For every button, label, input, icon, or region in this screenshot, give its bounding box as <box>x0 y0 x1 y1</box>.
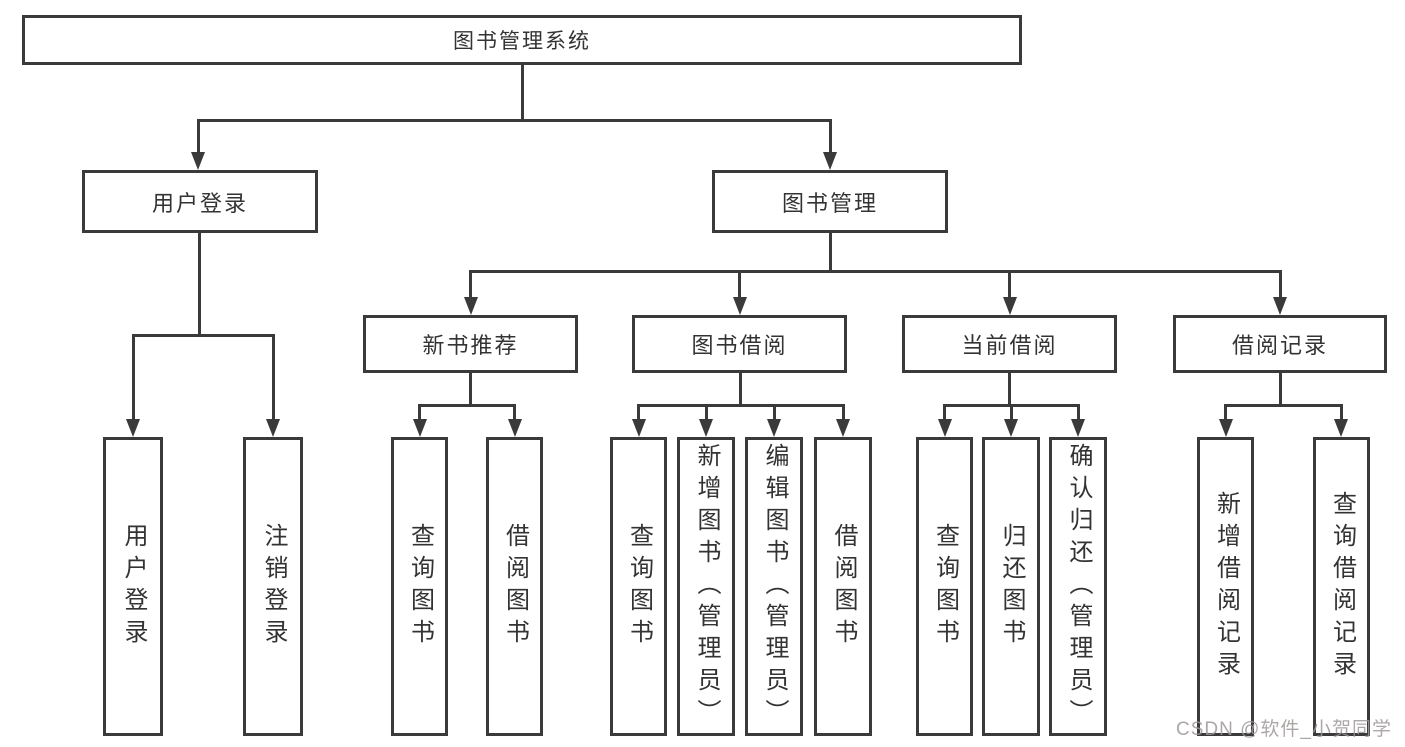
leaf-confirm-return-admin: 确认归还（管理员） <box>1049 437 1107 736</box>
leaf-confirm-return-admin-label: 确认归还（管理员） <box>1065 442 1092 731</box>
leaf-borrow-books-recommend: 借阅图书 <box>486 437 543 736</box>
connector-branch-new-book-recommend <box>418 404 516 407</box>
connector-stem-user-login <box>197 232 201 337</box>
leaf-query-borrow-record-label: 查询借阅记录 <box>1328 490 1356 683</box>
node-book-management: 图书管理 <box>712 170 948 233</box>
leaf-add-borrow-record-label: 新增借阅记录 <box>1212 490 1240 683</box>
arrowhead-query-books-2-icon <box>631 419 646 437</box>
arrowhead-confirm-return-icon <box>1071 419 1085 437</box>
leaf-query-books-borrowing-label: 查询图书 <box>625 522 653 651</box>
node-book-borrowing-label: 图书借阅 <box>691 333 788 358</box>
arrowhead-add-books-icon <box>699 419 713 437</box>
arrowhead-user-login-icon <box>191 152 205 170</box>
connector-drop-add-record <box>1224 404 1227 419</box>
node-new-book-recommend-label: 新书推荐 <box>422 333 519 358</box>
arrowhead-query-record-icon <box>1334 419 1348 437</box>
node-new-book-recommend: 新书推荐 <box>363 315 578 373</box>
leaf-borrow-books-recommend-label: 借阅图书 <box>501 522 529 651</box>
leaf-edit-books-admin: 编辑图书（管理员） <box>745 437 803 736</box>
leaf-borrow-books-borrowing: 借阅图书 <box>814 437 872 736</box>
arrowhead-current-borrowing-icon <box>1002 297 1017 315</box>
leaf-query-books-current: 查询图书 <box>916 437 973 736</box>
connector-drop-add-books <box>704 404 708 419</box>
leaf-return-books-label: 归还图书 <box>998 522 1025 651</box>
leaf-edit-books-admin-label: 编辑图书（管理员） <box>761 442 788 731</box>
arrowhead-new-book-recommend-icon <box>463 297 478 315</box>
connector-drop-user-login <box>196 119 200 152</box>
arrowhead-query-books-3-icon <box>937 419 952 437</box>
arrowhead-leaf-logout-icon <box>266 419 280 437</box>
leaf-add-borrow-record: 新增借阅记录 <box>1197 437 1254 736</box>
connector-drop-borrow-records <box>1278 270 1282 297</box>
leaf-borrow-books-borrowing-label: 借阅图书 <box>830 522 857 651</box>
arrowhead-return-books-icon <box>1004 419 1018 437</box>
node-book-borrowing: 图书借阅 <box>632 315 847 373</box>
leaf-query-books-borrowing: 查询图书 <box>610 437 667 736</box>
connector-stem-borrow-records <box>1278 371 1282 407</box>
connector-drop-query-books-3 <box>943 404 946 419</box>
node-root: 图书管理系统 <box>22 15 1022 65</box>
leaf-logout: 注销登录 <box>243 437 303 736</box>
connector-stem-root <box>520 65 524 122</box>
leaf-add-books-admin: 新增图书（管理员） <box>677 437 735 736</box>
arrowhead-edit-books-icon <box>767 419 781 437</box>
leaf-query-books-recommend-label: 查询图书 <box>406 522 434 651</box>
connector-branch-book-management <box>469 270 1282 273</box>
arrowhead-book-management-icon <box>823 152 837 170</box>
connector-stem-book-borrowing <box>738 371 742 407</box>
leaf-add-books-admin-label: 新增图书（管理员） <box>693 442 720 731</box>
arrowhead-leaf-user-login-icon <box>126 419 140 437</box>
leaf-query-borrow-record: 查询借阅记录 <box>1313 437 1370 736</box>
arrowhead-query-books-1-icon <box>412 419 427 437</box>
connector-branch-user-login <box>131 334 275 337</box>
arrowhead-borrow-records-icon <box>1273 297 1287 315</box>
leaf-query-books-recommend: 查询图书 <box>391 437 448 736</box>
connector-stem-new-book-recommend <box>468 371 472 407</box>
connector-drop-new-book-recommend <box>469 270 472 297</box>
leaf-user-login: 用户登录 <box>103 437 163 736</box>
connector-drop-current-borrowing <box>1008 270 1011 297</box>
connector-drop-query-books-2 <box>637 404 640 419</box>
arrowhead-book-borrowing-icon <box>732 297 747 315</box>
leaf-return-books: 归还图书 <box>982 437 1040 736</box>
leaf-user-login-label: 用户登录 <box>120 522 147 651</box>
leaf-logout-label: 注销登录 <box>260 522 287 651</box>
connector-branch-book-borrowing <box>637 404 844 407</box>
connector-drop-query-record <box>1339 404 1343 419</box>
arrowhead-borrow-books-1-icon <box>507 419 522 437</box>
leaf-query-books-current-label: 查询图书 <box>931 522 959 651</box>
node-user-login: 用户登录 <box>82 170 318 233</box>
connector-drop-confirm-return <box>1076 404 1080 419</box>
node-current-borrowing: 当前借阅 <box>902 315 1117 373</box>
connector-drop-leaf-logout <box>271 334 275 419</box>
arrowhead-borrow-books-2-icon <box>836 419 850 437</box>
connector-drop-borrow-books-2 <box>841 404 845 419</box>
node-current-borrowing-label: 当前借阅 <box>961 333 1058 358</box>
connector-drop-query-books-1 <box>418 404 421 419</box>
node-borrow-records-label: 借阅记录 <box>1231 333 1328 358</box>
connector-branch-root <box>196 119 832 122</box>
connector-drop-book-management <box>828 119 832 152</box>
connector-stem-book-management <box>828 232 832 273</box>
connector-drop-borrow-books-1 <box>513 404 516 419</box>
node-borrow-records: 借阅记录 <box>1173 315 1387 373</box>
node-root-label: 图书管理系统 <box>453 30 591 53</box>
connector-drop-return-books <box>1009 404 1013 419</box>
connector-drop-edit-books <box>772 404 776 419</box>
connector-drop-leaf-user-login <box>131 334 135 419</box>
node-book-management-label: 图书管理 <box>781 190 878 216</box>
connector-stem-current-borrowing <box>1007 371 1011 407</box>
csdn-watermark: CSDN @软件_小贺同学 <box>1176 719 1392 740</box>
connector-branch-borrow-records <box>1224 404 1342 407</box>
node-user-login-label: 用户登录 <box>151 190 248 216</box>
connector-drop-book-borrowing <box>738 270 741 297</box>
arrowhead-add-record-icon <box>1218 419 1233 437</box>
